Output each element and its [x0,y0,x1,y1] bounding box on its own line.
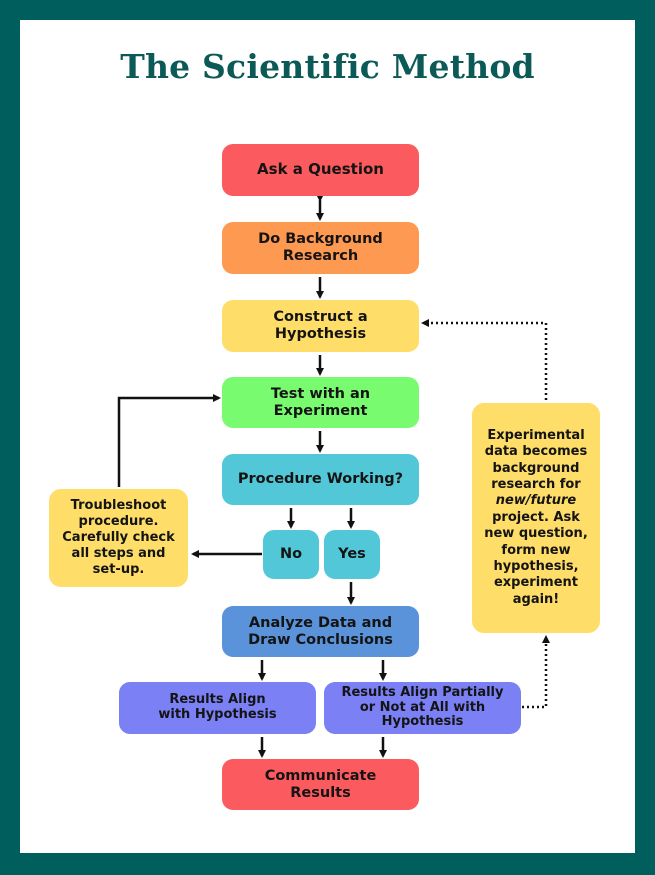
experiment-label: Test with an Experiment [270,385,371,419]
procedure-check-box: Procedure Working? [222,454,419,505]
experimental-data-prefix: Experimental data becomes background res… [484,427,588,493]
analyze-label: Analyze Data and Draw Conclusions [248,614,393,648]
ask-question-box: Ask a Question [222,144,419,196]
no-box: No [263,530,319,579]
experimental-data-note: Experimental data becomes background res… [472,403,600,633]
experiment-box: Test with an Experiment [222,377,419,428]
yes-label: Yes [338,546,366,563]
results-partial-label: Results Align Partially or Not at All wi… [341,684,504,730]
results-partial-box: Results Align Partially or Not at All wi… [324,682,521,734]
hypothesis-label: Construct a Hypothesis [273,309,368,342]
troubleshoot-note: Troubleshoot procedure. Carefully check … [49,489,188,587]
hypothesis-box: Construct a Hypothesis [222,300,419,352]
communicate-box: Communicate Results [222,759,419,810]
experimental-data-suffix: project. Ask new question, form new hypo… [484,509,588,607]
ask-question-label: Ask a Question [257,160,384,179]
troubleshoot-text: Troubleshoot procedure. Carefully check … [62,498,175,577]
communicate-label: Communicate Results [264,767,377,801]
no-label: No [279,546,303,563]
results-align-box: Results Align with Hypothesis [119,682,316,734]
analyze-box: Analyze Data and Draw Conclusions [222,606,419,657]
yes-box: Yes [324,530,380,579]
procedure-check-label: Procedure Working? [237,471,404,488]
experimental-data-text: Experimental data becomes background res… [480,428,592,608]
background-research-box: Do Background Research [222,222,419,274]
page-title: The Scientific Method [120,47,535,86]
results-align-label: Results Align with Hypothesis [158,692,277,722]
background-research-label: Do Background Research [258,231,383,264]
experimental-data-emphasis: new/future [495,493,577,509]
